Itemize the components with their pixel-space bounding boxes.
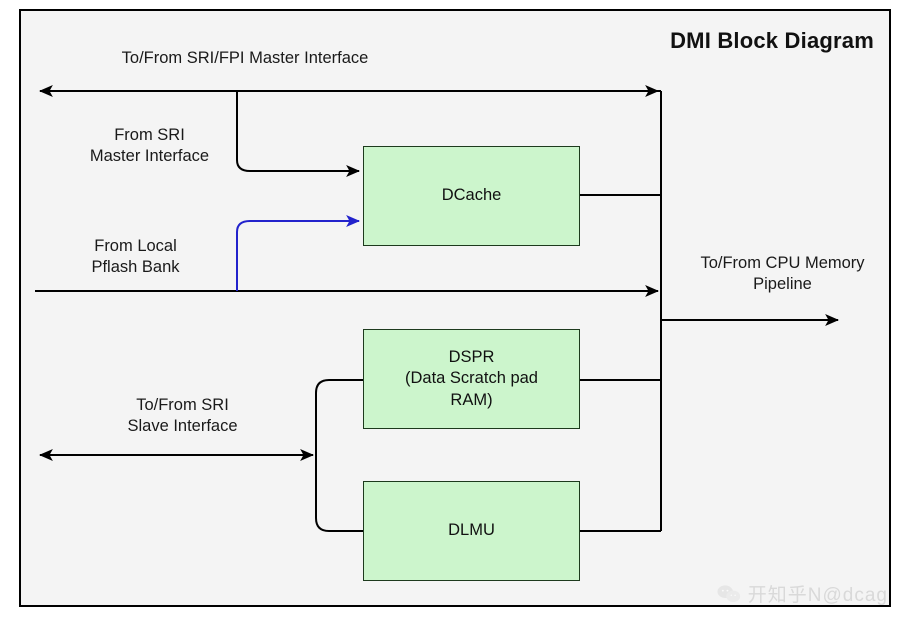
block-dspr[interactable]: DSPR (Data Scratch pad RAM) bbox=[363, 329, 580, 429]
label-sri-fpi-master: To/From SRI/FPI Master Interface bbox=[121, 49, 369, 67]
wechat-icon bbox=[717, 584, 740, 602]
watermark-text: 开知乎N@dcag bbox=[747, 585, 888, 606]
label-from-sri-master: From SRI Master Interface bbox=[89, 126, 210, 166]
page-title: DMI Block Diagram bbox=[670, 28, 874, 53]
block-dlmu[interactable]: DLMU bbox=[363, 481, 580, 581]
block-dcache[interactable]: DCache bbox=[363, 146, 580, 246]
block-dlmu-label: DLMU bbox=[448, 521, 495, 540]
watermark: 开知乎N@dcag bbox=[716, 580, 888, 607]
block-dspr-label: DSPR (Data Scratch pad RAM) bbox=[405, 347, 538, 409]
label-from-local-pflash: From Local Pflash Bank bbox=[91, 237, 180, 277]
label-sri-slave: To/From SRI Slave Interface bbox=[127, 396, 238, 436]
block-dcache-label: DCache bbox=[441, 186, 502, 205]
label-cpu-memory-pipeline: To/From CPU Memory Pipeline bbox=[700, 254, 865, 294]
